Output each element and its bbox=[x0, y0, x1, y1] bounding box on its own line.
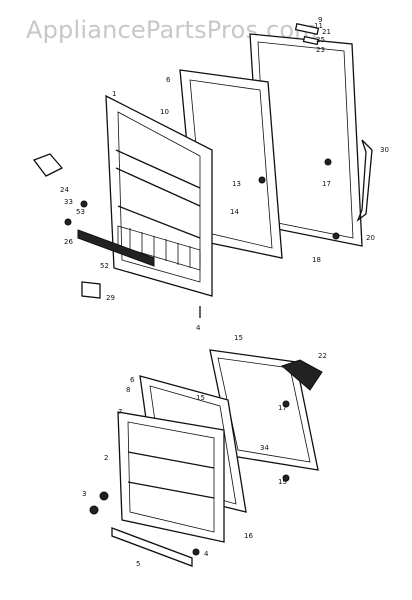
callout-33: 33 bbox=[64, 198, 73, 206]
callout-8: 8 bbox=[126, 386, 130, 394]
callout-11: 11 bbox=[314, 22, 323, 30]
callout-52: 52 bbox=[100, 262, 109, 270]
callout-6-lower: 6 bbox=[130, 376, 135, 384]
top-bracket bbox=[281, 359, 323, 391]
callout-5: 5 bbox=[136, 560, 140, 568]
ice-tray bbox=[32, 153, 64, 177]
callout-29: 29 bbox=[106, 294, 115, 302]
callout-26: 26 bbox=[64, 238, 73, 246]
callout-16: 16 bbox=[244, 532, 253, 540]
callout-20: 20 bbox=[366, 234, 375, 242]
callout-13-upper: 13 bbox=[232, 180, 241, 188]
callout-25: 25 bbox=[316, 36, 325, 44]
shelf-trim-bar bbox=[77, 229, 155, 267]
callout-34: 34 bbox=[260, 444, 269, 452]
callout-4-upper: 4 bbox=[196, 324, 201, 332]
callout-21: 21 bbox=[322, 28, 331, 36]
callout-2: 2 bbox=[104, 454, 108, 462]
callout-labels: 1 2 3 4 4 5 6 6 8 9 10 11 13 14 15 15 16… bbox=[60, 16, 389, 568]
bottom-trim-bar bbox=[111, 527, 193, 567]
small-hardware-lower bbox=[89, 400, 290, 556]
door-handle bbox=[356, 139, 373, 222]
callout-9: 9 bbox=[318, 16, 322, 24]
callout-4-lower: 4 bbox=[204, 550, 209, 558]
small-hardware-upper bbox=[64, 158, 340, 318]
callout-15-lower: 15 bbox=[196, 394, 205, 402]
fresh-food-inner-door-liner bbox=[117, 411, 225, 543]
callout-17-upper: 17 bbox=[322, 180, 331, 188]
callout-7: 7 bbox=[118, 408, 122, 416]
callout-6-upper: 6 bbox=[166, 76, 171, 84]
callout-23: 23 bbox=[316, 46, 325, 54]
callout-19: 19 bbox=[278, 478, 287, 486]
cover-plate bbox=[81, 281, 101, 299]
callout-14: 14 bbox=[230, 208, 239, 216]
callout-53: 53 bbox=[76, 208, 85, 216]
callout-24: 24 bbox=[60, 186, 69, 194]
callout-10: 10 bbox=[160, 108, 169, 116]
callout-17-lower: 17 bbox=[278, 404, 287, 412]
callout-15: 15 bbox=[234, 334, 243, 342]
callout-1: 1 bbox=[112, 90, 116, 98]
callout-30: 30 bbox=[380, 146, 389, 154]
callout-3: 3 bbox=[82, 490, 86, 498]
top-hinge-parts bbox=[294, 23, 320, 46]
freezer-inner-door-liner bbox=[105, 94, 213, 297]
callout-18: 18 bbox=[312, 256, 321, 264]
callout-22: 22 bbox=[318, 352, 327, 360]
